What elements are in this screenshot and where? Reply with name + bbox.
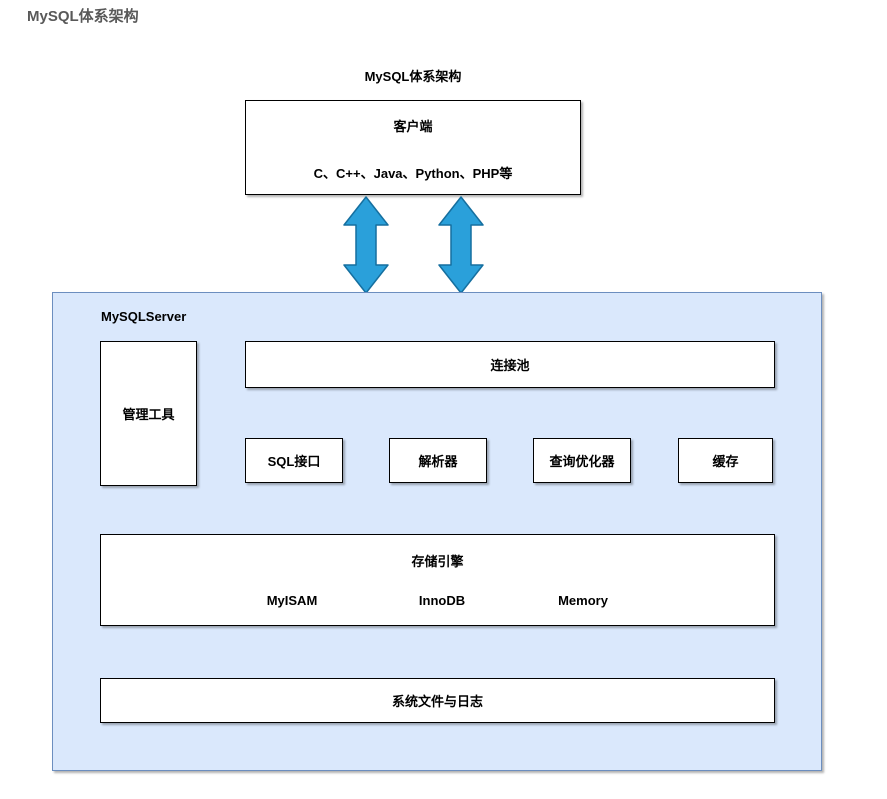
sql-interface-box: SQL接口 xyxy=(245,438,343,483)
mysql-server-container: MySQLServer 管理工具 连接池 SQL接口 解析器 查询优化器 缓存 … xyxy=(52,292,822,771)
storage-engine-box: 存储引擎 MyISAM InnoDB Memory xyxy=(100,534,775,626)
connection-pool-box: 连接池 xyxy=(245,341,775,388)
page-title: MySQL体系架构 xyxy=(27,8,139,25)
management-tools-box: 管理工具 xyxy=(100,341,197,486)
storage-engine-title: 存储引擎 xyxy=(411,554,464,569)
query-optimizer-box: 查询优化器 xyxy=(533,438,631,483)
client-languages-label: C、C++、Java、Python、PHP等 xyxy=(313,166,513,181)
system-files-box: 系统文件与日志 xyxy=(100,678,775,723)
double-arrow-icon xyxy=(438,196,484,294)
diagram-title: MySQL体系架构 xyxy=(364,69,462,84)
double-arrow-icon xyxy=(343,196,389,294)
client-box: 客户端 C、C++、Java、Python、PHP等 xyxy=(245,100,581,195)
cache-box: 缓存 xyxy=(678,438,773,483)
mysql-server-label: MySQLServer xyxy=(101,309,187,324)
engine-memory-label: Memory xyxy=(558,593,608,608)
client-box-title: 客户端 xyxy=(393,119,433,134)
engine-innodb-label: InnoDB xyxy=(418,593,466,608)
engine-myisam-label: MyISAM xyxy=(266,593,318,608)
parser-box: 解析器 xyxy=(389,438,487,483)
